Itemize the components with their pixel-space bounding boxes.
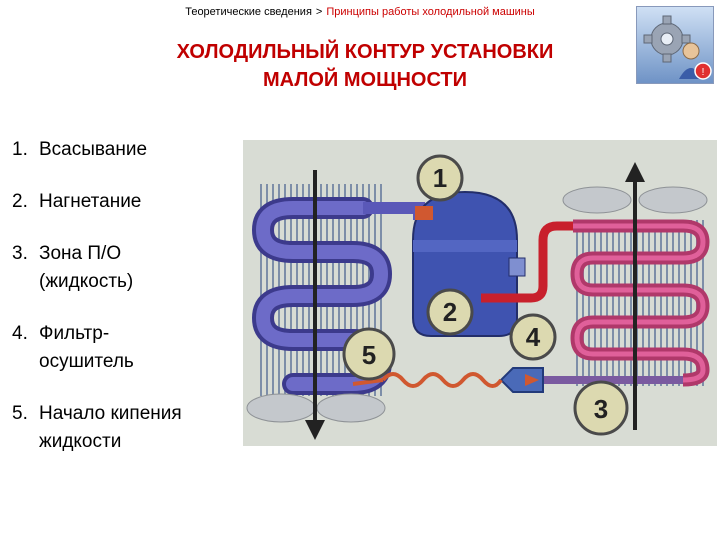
breadcrumb-parent[interactable]: Теоретические сведения: [185, 6, 312, 18]
list-item: 5. Начало кипения жидкости: [12, 400, 237, 456]
step-label: Фильтр-: [39, 323, 110, 344]
marker-2: 2: [426, 288, 474, 336]
list-item: 2. Нагнетание: [12, 188, 237, 216]
list-item: 4. Фильтр- осушитель: [12, 320, 237, 376]
breadcrumb-current[interactable]: Принципы работы холодильной машины: [326, 6, 535, 18]
evaporator-fan-blade: [246, 393, 316, 423]
evaporator-fan-blade: [316, 393, 386, 423]
step-label: Всасывание: [39, 139, 148, 160]
marker-3: 3: [573, 380, 629, 436]
list-item: 3. Зона П/О (жидкость): [12, 240, 237, 296]
discharge-line: [481, 221, 573, 303]
step-label: Нагнетание: [39, 191, 142, 212]
breadcrumb-separator: >: [315, 6, 323, 18]
step-label: Начало кипения: [39, 403, 182, 424]
marker-1: 1: [416, 154, 464, 202]
marker-1-label: 1: [433, 163, 447, 193]
filter-drier-arrow: [525, 374, 539, 386]
airflow-up-arrowhead: [625, 162, 645, 182]
step-label-continued: осушитель: [39, 351, 134, 372]
page-title: ХОЛОДИЛЬНЫЙ КОНТУР УСТАНОВКИ МАЛОЙ МОЩНО…: [95, 38, 635, 94]
steps-list: 1. Всасывание 2. Нагнетание 3. Зона П/О (жи…: [12, 136, 237, 480]
suction-port: [415, 206, 433, 220]
condenser-coil-inner: [573, 223, 706, 383]
step-number: 5.: [12, 403, 28, 424]
capillary-tube: [381, 372, 503, 388]
gear-icon: !: [643, 15, 712, 80]
compressor-band: [413, 240, 517, 252]
refrigeration-circuit-diagram: 1 2 3 4 5: [243, 140, 717, 446]
marker-3-label: 3: [594, 394, 608, 424]
list-item: 1. Всасывание: [12, 136, 237, 164]
step-number: 1.: [12, 139, 28, 160]
step-number: 4.: [12, 323, 28, 344]
condenser-fan-blade: [562, 186, 632, 214]
step-number: 3.: [12, 243, 28, 264]
marker-2-label: 2: [443, 297, 457, 327]
filter-drier: [499, 367, 544, 393]
gear-person-help-icon[interactable]: !: [636, 6, 714, 84]
marker-4: 4: [509, 313, 557, 361]
step-label: Зона П/О: [39, 243, 122, 264]
marker-5: 5: [342, 327, 396, 381]
step-label-continued: (жидкость): [39, 271, 134, 292]
page-title-line2: МАЛОЙ МОЩНОСТИ: [262, 69, 467, 91]
condenser-fan-blade: [638, 186, 708, 214]
step-label-continued: жидкости: [39, 431, 122, 452]
airflow-down-arrowhead: [305, 420, 325, 440]
svg-text:!: !: [702, 67, 705, 78]
breadcrumb: Теоретические сведения>Принципы работы х…: [0, 6, 720, 18]
compressor-terminal: [508, 257, 526, 277]
capillary-inlet: [352, 378, 384, 386]
step-number: 2.: [12, 191, 28, 212]
marker-4-label: 4: [526, 322, 541, 352]
marker-5-label: 5: [362, 340, 376, 370]
page-title-line1: ХОЛОДИЛЬНЫЙ КОНТУР УСТАНОВКИ: [176, 41, 554, 63]
